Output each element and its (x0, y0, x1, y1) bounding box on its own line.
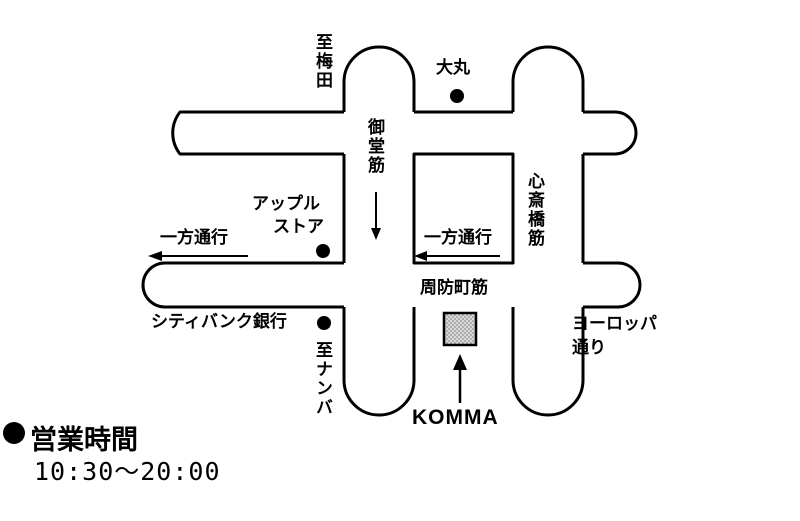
apple-store-label-line1: アップル (252, 194, 320, 214)
block-center (412, 152, 515, 265)
hours-time: 10:30〜20:00 (34, 457, 221, 486)
daimaru-label: 大丸 (436, 58, 470, 78)
road-lower-left (141, 261, 344, 309)
europa-label-line1: ヨーロッパ (572, 314, 657, 334)
midosuji-arrow (371, 192, 381, 240)
to-namba-label: 至ナンバ (312, 341, 332, 417)
daimaru-dot (450, 89, 464, 103)
road-shinsaibashi-top (511, 45, 585, 112)
road-outlines (141, 45, 642, 417)
hours-title: 営業時間 (30, 425, 138, 456)
komma-label: KOMMA (412, 406, 499, 429)
road-midosuji-bottom (342, 307, 416, 417)
citibank-dot (317, 316, 331, 330)
to-umeda-label: 至梅田 (312, 33, 332, 90)
europa-label-line2: 通り (572, 338, 606, 358)
one-way-arrow-left (148, 251, 248, 261)
road-upper-right (583, 110, 638, 156)
suomachisuji-label: 周防町筋 (420, 278, 488, 298)
shinsaibashisuji-label: 心斎橋筋 (524, 172, 544, 248)
road-shinsaibashi-bottom (511, 307, 585, 417)
hours-bullet (3, 422, 25, 444)
road-lower-right (583, 261, 642, 309)
one-way-arrow-center (414, 251, 500, 261)
road-upper-left (171, 110, 344, 156)
apple-store-dot (316, 244, 330, 258)
komma-store-marker (442, 311, 478, 347)
one-way-label-left: 一方通行 (160, 228, 228, 248)
apple-store-label-line2: ストア (273, 217, 324, 237)
midosuji-label: 御堂筋 (364, 118, 384, 175)
citibank-label: シティバンク銀行 (151, 312, 287, 332)
komma-arrow (453, 354, 467, 403)
one-way-label-center: 一方通行 (424, 228, 492, 248)
road-midosuji-top (342, 45, 416, 112)
